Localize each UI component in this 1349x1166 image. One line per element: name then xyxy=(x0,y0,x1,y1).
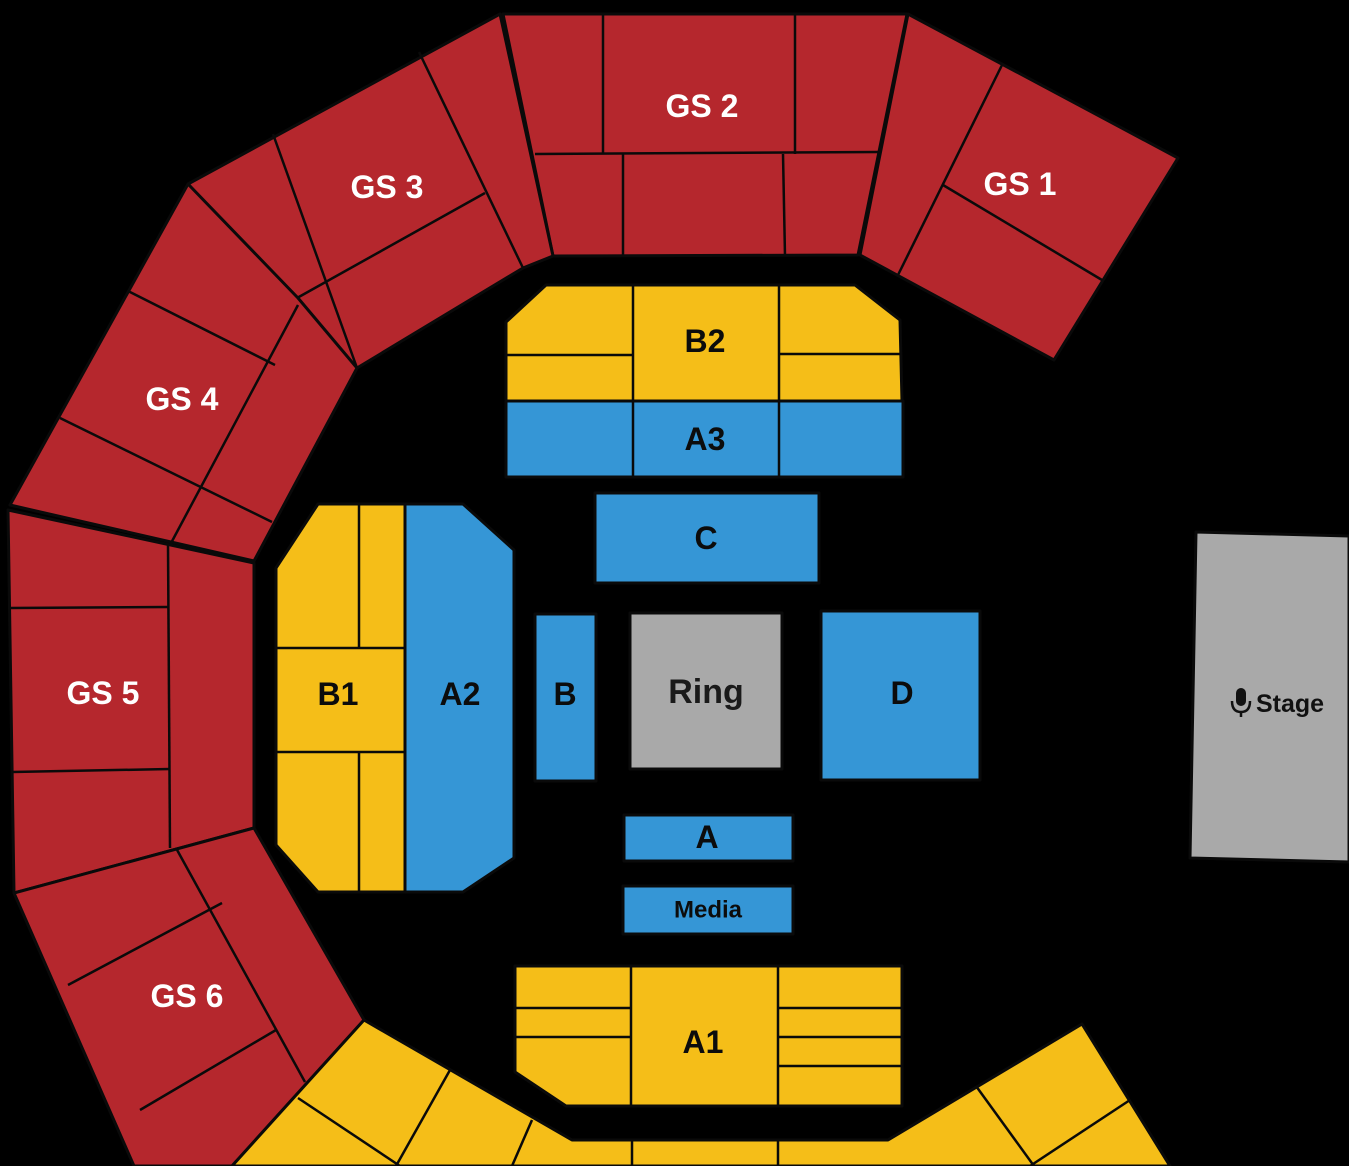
section-d[interactable]: D xyxy=(819,609,982,782)
section-b1[interactable]: B1 xyxy=(274,502,407,894)
a3-label: A3 xyxy=(685,421,726,457)
stage[interactable]: Stage xyxy=(1188,530,1349,864)
a2-label: A2 xyxy=(440,676,481,712)
c-label: C xyxy=(694,520,717,556)
section-c[interactable]: C xyxy=(593,491,821,585)
section-a[interactable]: A xyxy=(622,813,795,863)
a1-label: A1 xyxy=(683,1024,724,1060)
section-gs4[interactable]: GS 4 xyxy=(8,182,359,563)
ring-label: Ring xyxy=(668,673,744,711)
section-lower-bowl-bottom[interactable] xyxy=(230,1018,1172,1166)
section-a1[interactable]: A1 xyxy=(513,964,904,1108)
b2-label: B2 xyxy=(685,323,726,359)
gs2-label: GS 2 xyxy=(666,88,739,124)
gs6-label: GS 6 xyxy=(151,978,224,1014)
section-b[interactable]: B xyxy=(533,612,598,783)
d-label: D xyxy=(890,675,913,711)
section-b2[interactable]: B2 xyxy=(504,283,904,403)
section-a2[interactable]: A2 xyxy=(403,502,516,894)
section-gs5[interactable]: GS 5 xyxy=(6,508,256,895)
b1-label: B1 xyxy=(318,676,359,712)
gs4-label: GS 4 xyxy=(146,381,219,417)
microphone-icon xyxy=(1230,688,1252,717)
stage-label: Stage xyxy=(1256,690,1324,718)
ring[interactable]: Ring xyxy=(628,611,784,771)
section-a3[interactable]: A3 xyxy=(504,399,905,479)
b-label: B xyxy=(553,676,576,712)
section-gs1[interactable]: GS 1 xyxy=(858,12,1180,362)
gs1-label: GS 1 xyxy=(984,166,1057,202)
a-label: A xyxy=(695,819,718,855)
section-media[interactable]: Media xyxy=(621,884,795,936)
gs3-label: GS 3 xyxy=(351,169,424,205)
gs5-label: GS 5 xyxy=(67,675,140,711)
media-label: Media xyxy=(674,897,743,924)
section-gs2[interactable]: GS 2 xyxy=(501,12,909,258)
